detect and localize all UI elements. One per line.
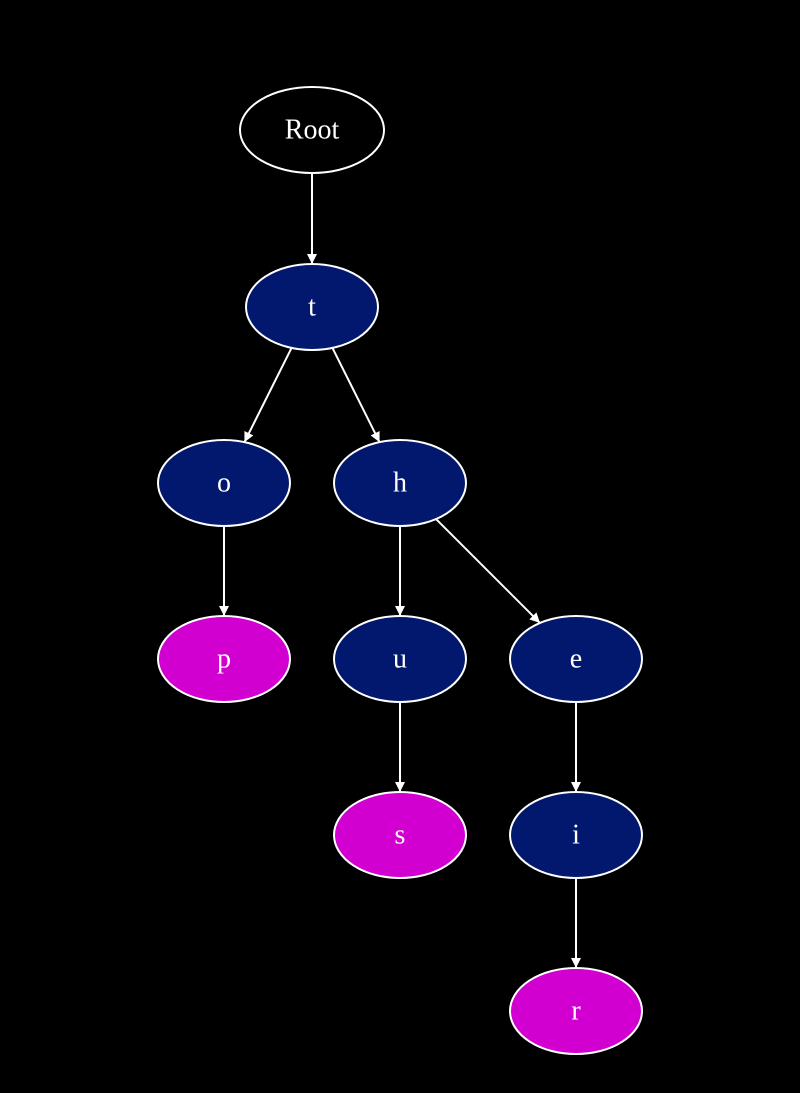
node-s-shape xyxy=(333,791,467,879)
node-h-label: h xyxy=(393,468,407,499)
node-r-shape xyxy=(509,967,643,1055)
node-r-label: r xyxy=(571,996,581,1027)
edge-t-h xyxy=(331,347,381,443)
node-h: h xyxy=(333,439,467,527)
node-o-shape xyxy=(157,439,291,527)
node-e: e xyxy=(509,615,643,703)
node-i-shape xyxy=(509,791,643,879)
node-e-label: e xyxy=(570,644,582,675)
edge-h-e xyxy=(435,518,541,624)
node-i: i xyxy=(509,791,643,879)
node-p: p xyxy=(157,615,291,703)
node-root-label: Root xyxy=(285,115,340,146)
node-o: o xyxy=(157,439,291,527)
node-p-label: p xyxy=(217,644,231,675)
node-u-label: u xyxy=(393,644,407,675)
edge-t-o xyxy=(243,347,293,443)
node-t-shape xyxy=(245,263,379,351)
node-root: Root xyxy=(239,86,385,174)
node-root-shape xyxy=(239,86,385,174)
node-s-label: s xyxy=(395,820,406,851)
node-t-label: t xyxy=(308,292,316,323)
node-h-shape xyxy=(333,439,467,527)
node-i-label: i xyxy=(572,820,580,851)
node-o-label: o xyxy=(217,468,231,499)
node-r: r xyxy=(509,967,643,1055)
node-u: u xyxy=(333,615,467,703)
node-u-shape xyxy=(333,615,467,703)
edges xyxy=(219,173,581,968)
node-e-shape xyxy=(509,615,643,703)
node-p-shape xyxy=(157,615,291,703)
node-t: t xyxy=(245,263,379,351)
node-s: s xyxy=(333,791,467,879)
